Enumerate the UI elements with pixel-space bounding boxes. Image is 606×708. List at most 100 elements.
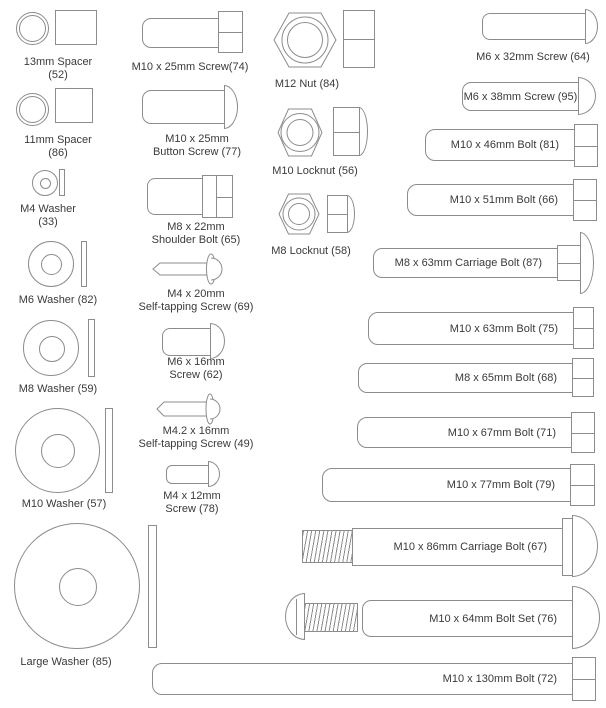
bolt-shaft — [152, 663, 573, 695]
part-label: M10 x 63mm Bolt (75) — [449, 322, 558, 335]
carriage-neck — [557, 245, 581, 281]
washer-front-view — [14, 523, 140, 649]
bolt-hex-head — [574, 124, 598, 167]
washer-side-view — [105, 408, 113, 493]
head-slot-line — [295, 598, 297, 635]
screw-shaft — [162, 328, 211, 356]
screw-drawing — [152, 252, 230, 286]
nut-side-view — [327, 195, 348, 233]
screw-shaft — [142, 90, 225, 124]
head-facet-line — [219, 32, 242, 33]
nut-facet-line — [328, 214, 347, 215]
screw-hex-head — [218, 11, 243, 53]
spacer-bore — [19, 15, 46, 42]
part-label: M10 x 67mm Bolt (71) — [447, 426, 556, 439]
bolt-threaded-section — [302, 530, 353, 563]
bolt-shaft — [425, 129, 575, 161]
screw-button-head — [210, 323, 225, 359]
nut-front-view — [277, 108, 323, 157]
part-label: M10 Locknut (56) — [272, 165, 358, 177]
screw-drawing — [156, 392, 228, 426]
bolt-shaft — [358, 363, 573, 393]
screw-threaded-shaft — [304, 603, 358, 632]
nut-facet-line — [334, 131, 359, 133]
washer-side-view — [59, 169, 65, 196]
bolt-shaft — [407, 184, 574, 216]
neck-line — [558, 263, 580, 264]
nut-side-view — [343, 10, 375, 68]
washer-front-view — [23, 320, 79, 376]
spacer-side-view — [55, 10, 97, 45]
part-label: M12 Nut (84) — [274, 78, 340, 90]
washer-bore — [40, 178, 51, 189]
bolt-shaft — [373, 248, 558, 278]
part-label: M10 x 64mm Bolt Set (76) — [429, 612, 557, 625]
part-label: M10 x 51mm Bolt (66) — [449, 194, 558, 206]
washer-bore — [39, 336, 65, 362]
nut-side-view — [333, 107, 360, 156]
washer-front-view — [32, 170, 58, 196]
washer-bore — [41, 254, 62, 275]
bolt-hex-head — [572, 358, 594, 397]
spacer-side-view — [55, 88, 93, 123]
part-label: 11mm Spacer(86) — [24, 134, 92, 159]
screw-shaft — [482, 13, 586, 40]
head-facet-line — [572, 432, 594, 434]
spacer-bore — [19, 96, 46, 123]
screw-shaft — [462, 82, 579, 111]
washer-bore — [59, 568, 97, 606]
part-label: M10 x 86mm Carriage Bolt (67) — [393, 541, 547, 553]
part-label: M8 x 65mm Bolt (68) — [454, 372, 557, 384]
head-facet-line — [574, 200, 596, 201]
bolt-collar — [202, 175, 217, 218]
carriage-dome-head — [572, 515, 598, 577]
washer-bore — [41, 434, 75, 468]
part-label: M10 x 25mm Screw(74) — [131, 61, 249, 73]
nut-front-view — [273, 12, 337, 68]
washer-side-view — [81, 241, 87, 287]
part-label: M10 x 130mm Bolt (72) — [442, 673, 557, 685]
nut-facet-line — [344, 39, 374, 40]
bolt-hex-head — [571, 412, 595, 453]
carriage-dome-head — [580, 232, 594, 294]
screw-button-head — [585, 9, 598, 44]
bolt-hex-head — [572, 657, 596, 701]
head-facet-line — [217, 196, 232, 198]
bolt-shaft — [357, 417, 572, 448]
part-label: Large Washer (85) — [20, 656, 112, 668]
part-label: M10 x 77mm Bolt (79) — [446, 479, 555, 491]
bolt-shaft — [362, 600, 573, 637]
bolt-shaft — [322, 468, 571, 502]
screw-button-head — [224, 85, 238, 129]
bolt-shaft — [352, 528, 563, 566]
part-label: M10 Washer (57) — [21, 498, 107, 510]
head-facet-line — [574, 328, 593, 329]
spacer-front-view — [16, 12, 49, 45]
bolt-hex-head — [573, 307, 594, 349]
head-facet-line — [573, 679, 595, 680]
bolt-shaft — [147, 178, 203, 215]
part-label: 13mm Spacer(52) — [23, 56, 93, 81]
locknut-insert-cap — [359, 107, 368, 156]
washer-front-view — [15, 408, 100, 493]
part-label: M8 x 63mm Carriage Bolt (87) — [394, 257, 542, 269]
part-label: M10 x 46mm Bolt (81) — [450, 139, 559, 151]
head-facet-line — [573, 377, 593, 379]
washer-side-view — [148, 525, 157, 648]
locknut-insert-cap — [347, 195, 355, 233]
screw-button-head — [578, 77, 596, 115]
bolt-shaft — [368, 312, 574, 345]
nut-front-view — [278, 193, 320, 235]
head-facet-line — [575, 145, 597, 147]
bolt-hex-head — [216, 175, 233, 218]
head-facet-line — [571, 485, 594, 486]
part-label: M6 x 32mm Screw (64) — [476, 51, 590, 63]
spacer-front-view — [16, 93, 49, 126]
part-label: M8 Locknut (58) — [271, 245, 351, 257]
bolt-button-head — [572, 586, 600, 649]
